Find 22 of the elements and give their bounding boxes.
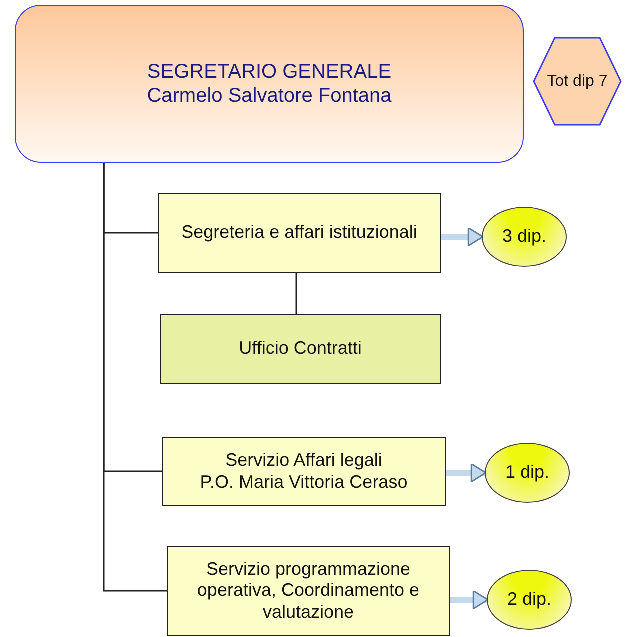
hexagon [533,37,622,126]
title-box [15,5,524,163]
office-box [160,314,441,384]
node-label: Segreteria e affari istituzionali [180,222,418,244]
unit-box [167,546,450,636]
node-label: Servizio programmazione operativa, Coordinamento e valutazione [196,558,421,624]
node-label: 2 dip. [506,589,553,611]
arrow [441,227,484,247]
arrow [446,463,487,483]
unit-box [158,193,441,273]
node-subtitle: Carmelo Salvatore Fontana [146,84,393,108]
node-label: Tot dip 7 [546,72,609,92]
arrow [450,590,489,610]
node-label: 3 dip. [501,226,548,248]
connector-line [103,163,167,592]
connector-line [296,273,298,314]
node-subtitle: P.O. Maria Vittoria Ceraso [199,472,409,494]
node-label: 1 dip. [504,462,551,484]
node-label: Servizio Affari legali [224,450,384,472]
unit-box [162,437,446,506]
node-label: Ufficio Contratti [238,338,363,360]
node-label: SEGRETARIO GENERALE [146,60,393,84]
